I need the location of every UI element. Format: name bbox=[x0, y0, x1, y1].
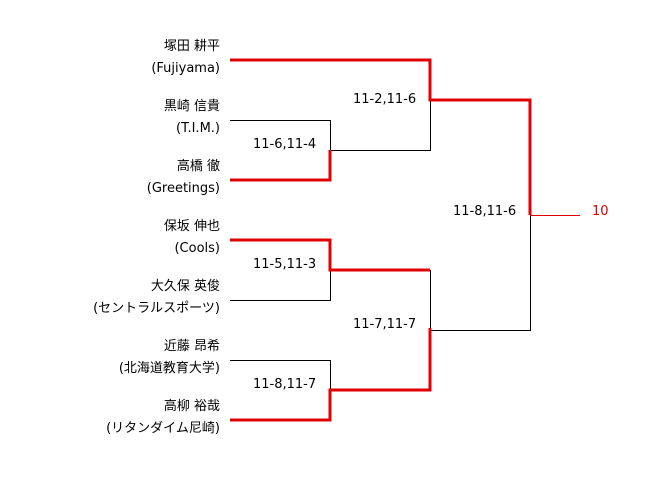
champion-label: 10 bbox=[592, 204, 609, 219]
win-p4 bbox=[230, 238, 430, 272]
player-name: 高橋 徹 bbox=[176, 159, 220, 174]
player-1: 塚田 耕平 (Fujiyama) bbox=[151, 36, 220, 80]
score-round1-bot: 11-8,11-7 bbox=[253, 377, 317, 392]
win-p7 bbox=[230, 330, 432, 422]
player-4: 保坂 伸也 (Cools) bbox=[164, 216, 220, 260]
player-name: 黒崎 信貴 bbox=[163, 99, 220, 114]
player-team: (セントラルスポーツ) bbox=[93, 301, 220, 316]
player-team: (北海道教育大学) bbox=[118, 361, 220, 376]
score-round1-mid: 11-5,11-3 bbox=[253, 257, 317, 272]
line-p5 bbox=[230, 270, 331, 301]
player-name: 保坂 伸也 bbox=[163, 219, 220, 234]
score-round1-top: 11-6,11-4 bbox=[253, 137, 317, 152]
score-semifinal-bot: 11-7,11-7 bbox=[353, 317, 417, 332]
win-p3 bbox=[230, 150, 332, 182]
line-sf-bot bbox=[430, 215, 531, 331]
player-name: 高柳 裕哉 bbox=[163, 399, 220, 414]
losing-paths bbox=[230, 100, 531, 390]
line-sf-top bbox=[330, 100, 431, 151]
player-2: 黒崎 信貴 (T.I.M.) bbox=[164, 96, 220, 140]
line-p2 bbox=[230, 120, 331, 150]
player-team: (リタンダイム尼崎) bbox=[106, 421, 220, 436]
player-5: 大久保 英俊 (セントラルスポーツ) bbox=[93, 276, 220, 320]
win-p1 bbox=[230, 58, 532, 215]
score-semifinal-top: 11-2,11-6 bbox=[353, 92, 417, 107]
line-p6 bbox=[230, 360, 331, 390]
player-team: (T.I.M.) bbox=[176, 121, 220, 136]
winning-paths bbox=[230, 58, 532, 422]
player-name: 近藤 昂希 bbox=[163, 339, 220, 354]
player-team: (Cools) bbox=[174, 241, 220, 256]
player-6: 近藤 昂希 (北海道教育大学) bbox=[119, 336, 220, 380]
player-team: (Greetings) bbox=[146, 181, 220, 196]
player-7: 高柳 裕哉 (リタンダイム尼崎) bbox=[106, 396, 220, 440]
player-name: 大久保 英俊 bbox=[150, 279, 220, 294]
score-final: 11-8,11-6 bbox=[453, 204, 517, 219]
player-team: (Fujiyama) bbox=[151, 61, 220, 76]
player-3: 高橋 徹 (Greetings) bbox=[147, 156, 220, 200]
player-name: 塚田 耕平 bbox=[163, 39, 220, 54]
